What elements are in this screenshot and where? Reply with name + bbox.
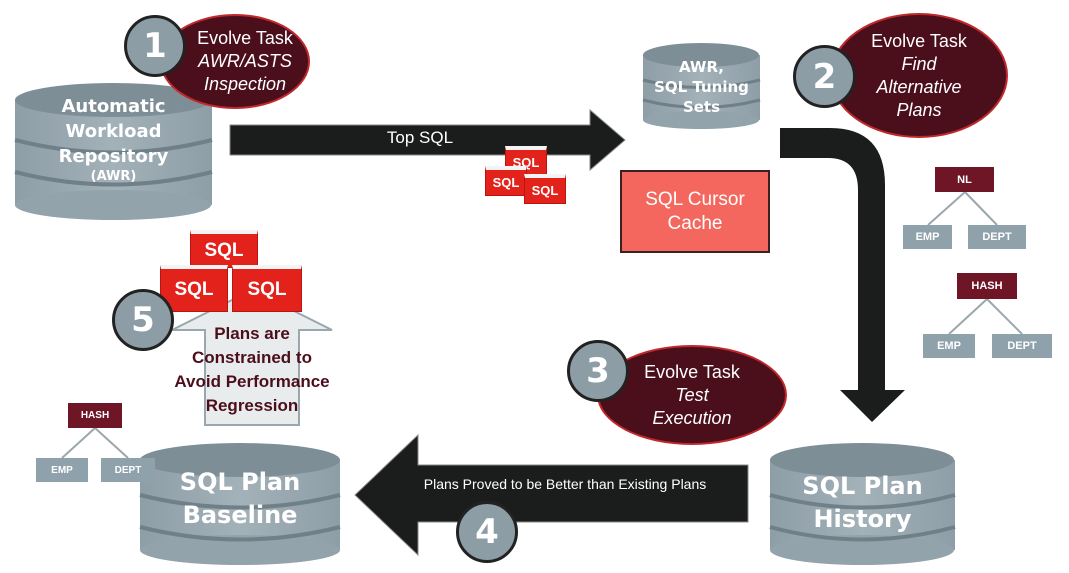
sql-statement-icon: SQL <box>524 174 566 204</box>
sql-statement-icon: SQL <box>160 265 228 312</box>
step2-subtitle: Plans <box>896 99 942 120</box>
awr-sts-line: AWR, <box>678 58 724 76</box>
awr-line: Workload <box>65 121 162 142</box>
plan-baseline-database-icon <box>139 443 341 565</box>
sql-cursor-cache-box: SQL Cursor Cache <box>620 170 770 253</box>
step5-label: Plans are Constrained to Avoid Performan… <box>174 324 330 415</box>
plan-baseline-label: SQL Plan Baseline <box>140 466 340 532</box>
step1-evolve-task-oval: Evolve Task AWR/ASTS Inspection <box>160 14 310 109</box>
dept-table-node: DEPT <box>968 225 1026 249</box>
top-sql-label: Top SQL <box>386 128 454 147</box>
sql-statement-icon: SQL <box>190 230 258 268</box>
hash-join-node: HASH <box>957 273 1017 299</box>
awr-database-icon <box>14 83 213 220</box>
cursor-cache-line: Cache <box>667 212 723 234</box>
step4-badge: 4 <box>456 501 518 563</box>
sql-statement-icon: SQL <box>232 265 302 312</box>
step2-badge: 2 <box>793 45 856 108</box>
sql-statement-icon: SQL <box>485 166 527 196</box>
step3-evolve-task-oval: Evolve Task Test Execution <box>597 345 787 445</box>
step3-subtitle: Test <box>675 384 709 405</box>
awr-line: Automatic <box>61 96 166 117</box>
awr-sts-line: SQL Tuning <box>654 78 749 96</box>
awr-line: Repository <box>58 146 169 167</box>
plans-proved-arrow <box>354 433 749 557</box>
plan-history-label: SQL Plan History <box>770 470 955 536</box>
step1-badge: 1 <box>124 15 186 77</box>
step4-label: Plans Proved to be Better than Existing … <box>423 476 707 492</box>
dept-table-node: DEPT <box>101 458 155 482</box>
plan-baseline-line: Baseline <box>182 501 298 529</box>
hash-join-node: HASH <box>68 403 122 428</box>
awr-line: (AWR) <box>90 169 137 184</box>
step5-badge: 5 <box>112 289 174 351</box>
step1-subtitle: AWR/ASTS Inspection <box>198 51 292 94</box>
plan-history-line: History <box>813 505 912 533</box>
tree-connectors <box>61 191 1023 459</box>
nl-join-node: NL <box>935 167 994 192</box>
find-plans-curved-arrow <box>780 128 905 422</box>
emp-table-node: EMP <box>36 458 88 482</box>
step3-title: Evolve Task <box>644 361 740 382</box>
emp-table-node: EMP <box>903 225 952 249</box>
cursor-cache-line: SQL Cursor <box>645 188 745 210</box>
awr-label: Automatic Workload Repository (AWR) <box>15 94 212 185</box>
awr-sts-label: AWR, SQL Tuning Sets <box>643 57 760 117</box>
step2-evolve-task-oval: Evolve Task Find Alternative Plans <box>830 13 1008 138</box>
step3-badge: 3 <box>567 340 629 402</box>
emp-table-node: EMP <box>923 334 975 358</box>
step1-title: Evolve Task <box>197 28 293 48</box>
plan-history-line: SQL Plan <box>802 472 923 500</box>
step2-subtitle: Find <box>901 53 937 74</box>
plan-baseline-line: SQL Plan <box>179 468 301 496</box>
awr-sts-database-icon <box>642 43 761 129</box>
step2-subtitle: Alternative <box>876 76 962 97</box>
plan-history-database-icon <box>769 443 956 565</box>
dept-table-node: DEPT <box>992 334 1052 358</box>
step2-title: Evolve Task <box>871 30 967 51</box>
step3-subtitle: Execution <box>652 407 732 428</box>
awr-sts-line: Sets <box>682 98 721 116</box>
